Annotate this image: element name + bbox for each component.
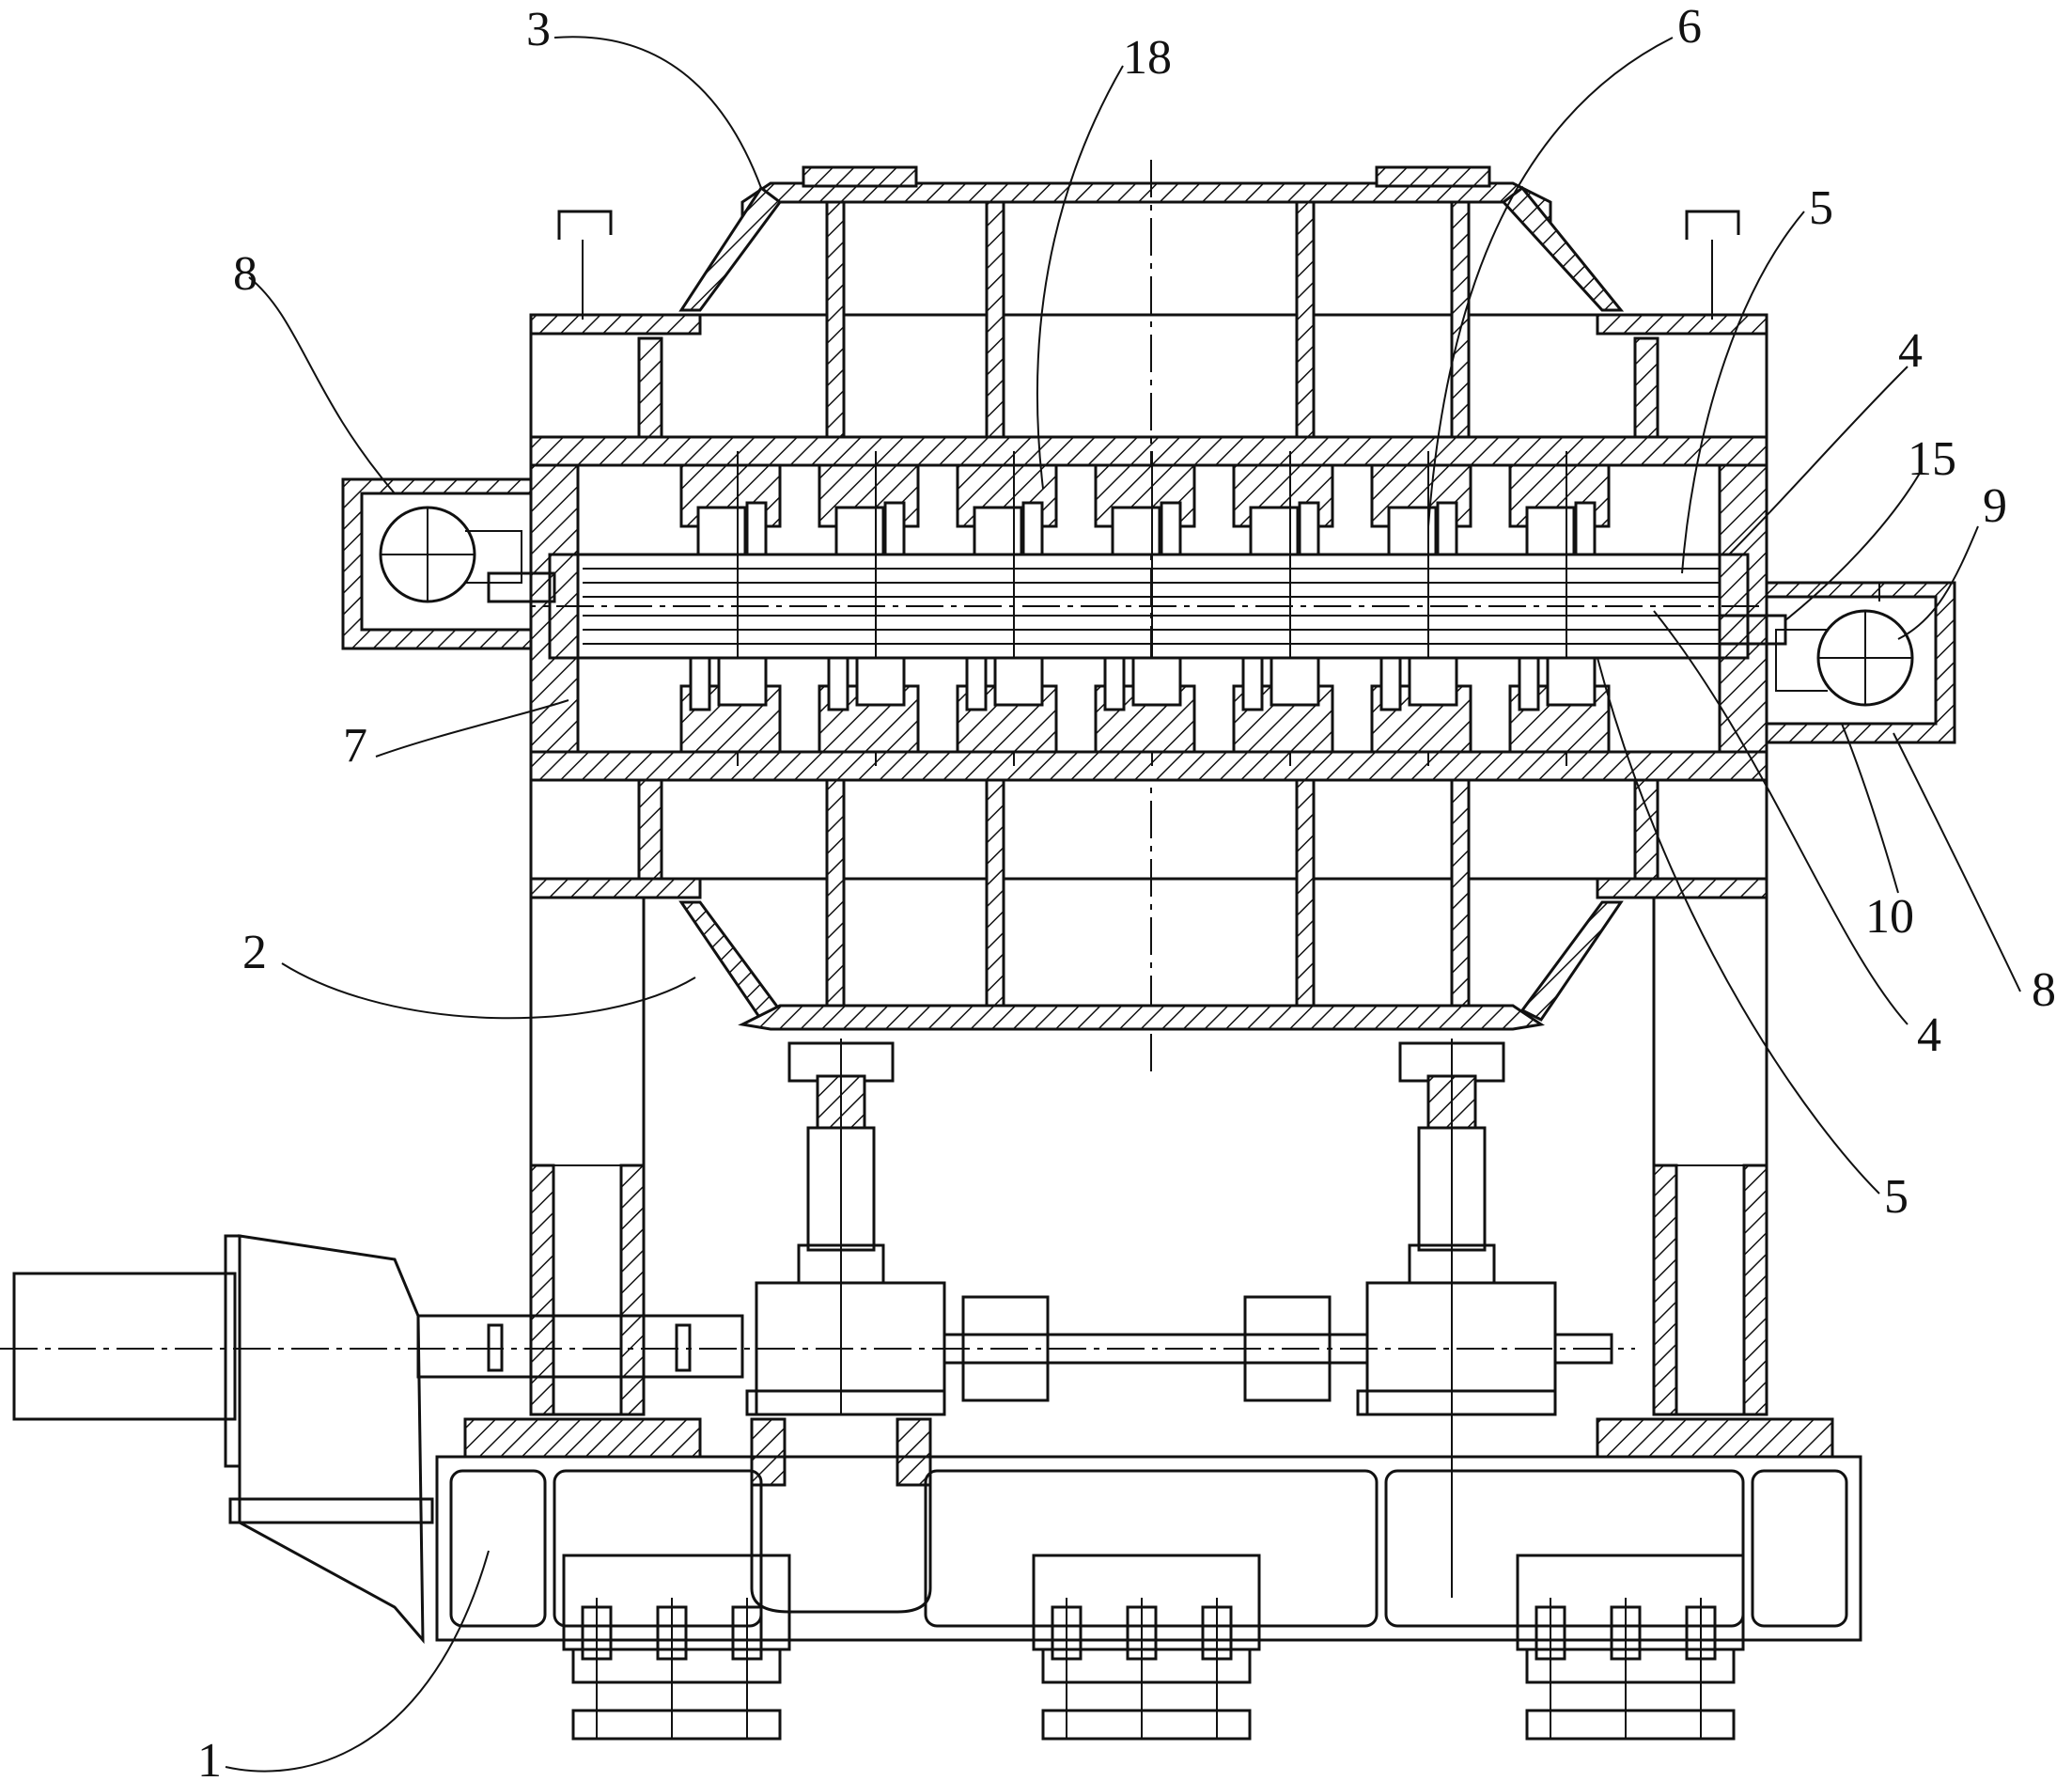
roll-box	[498, 451, 1785, 780]
label-5-bottom: 5	[1884, 1170, 1908, 1224]
key-lower	[691, 658, 709, 710]
left-column	[531, 898, 644, 1414]
label-8-right: 8	[2032, 963, 2056, 1017]
section-mark-right	[1687, 211, 1738, 320]
label-9: 9	[1983, 479, 2007, 533]
bearing-lower	[857, 658, 904, 705]
label-10: 10	[1865, 890, 1914, 944]
anchor-foot	[1034, 1555, 1259, 1739]
label-2: 2	[242, 926, 267, 979]
bearing-lower	[995, 658, 1042, 705]
bearing-lower	[1548, 658, 1595, 705]
key-lower	[829, 658, 848, 710]
key-upper	[747, 503, 766, 555]
left-drive-box	[343, 479, 554, 648]
label-8-left: 8	[233, 247, 257, 301]
bearing-lower	[719, 658, 766, 705]
key-upper	[1438, 503, 1457, 555]
key-lower	[1105, 658, 1124, 710]
anchor-foot	[1518, 1555, 1743, 1739]
connecting-shaft	[0, 1297, 1635, 1400]
key-lower	[1519, 658, 1538, 710]
label-18: 18	[1123, 31, 1172, 85]
key-upper	[1576, 503, 1595, 555]
key-upper	[1300, 503, 1318, 555]
key-lower	[967, 658, 986, 710]
key-upper	[885, 503, 904, 555]
label-7: 7	[343, 719, 367, 773]
key-lower	[1381, 658, 1400, 710]
anchor-foot	[564, 1555, 789, 1739]
part-labels: 3 18 6 5 4 15 9 8 7 2 10 8 4 5 1	[197, 0, 2056, 1781]
label-6: 6	[1677, 0, 1702, 54]
section-mark-left	[559, 211, 611, 320]
label-4-top: 4	[1898, 324, 1923, 378]
bearing-lower	[1410, 658, 1457, 705]
left-screw-jack	[747, 1039, 944, 1414]
right-column	[1654, 898, 1767, 1414]
label-5-top: 5	[1809, 181, 1833, 235]
bearing-lower	[1133, 658, 1180, 705]
bearing-lower	[1271, 658, 1318, 705]
label-4-bottom: 4	[1917, 1008, 1941, 1062]
lower-housing	[531, 780, 1767, 1029]
key-upper	[1161, 503, 1180, 555]
key-upper	[1023, 503, 1042, 555]
key-lower	[1243, 658, 1262, 710]
anchor-bolt-groups	[564, 1555, 1743, 1739]
label-1: 1	[197, 1734, 222, 1781]
label-3: 3	[526, 3, 551, 56]
label-15: 15	[1908, 432, 1956, 486]
